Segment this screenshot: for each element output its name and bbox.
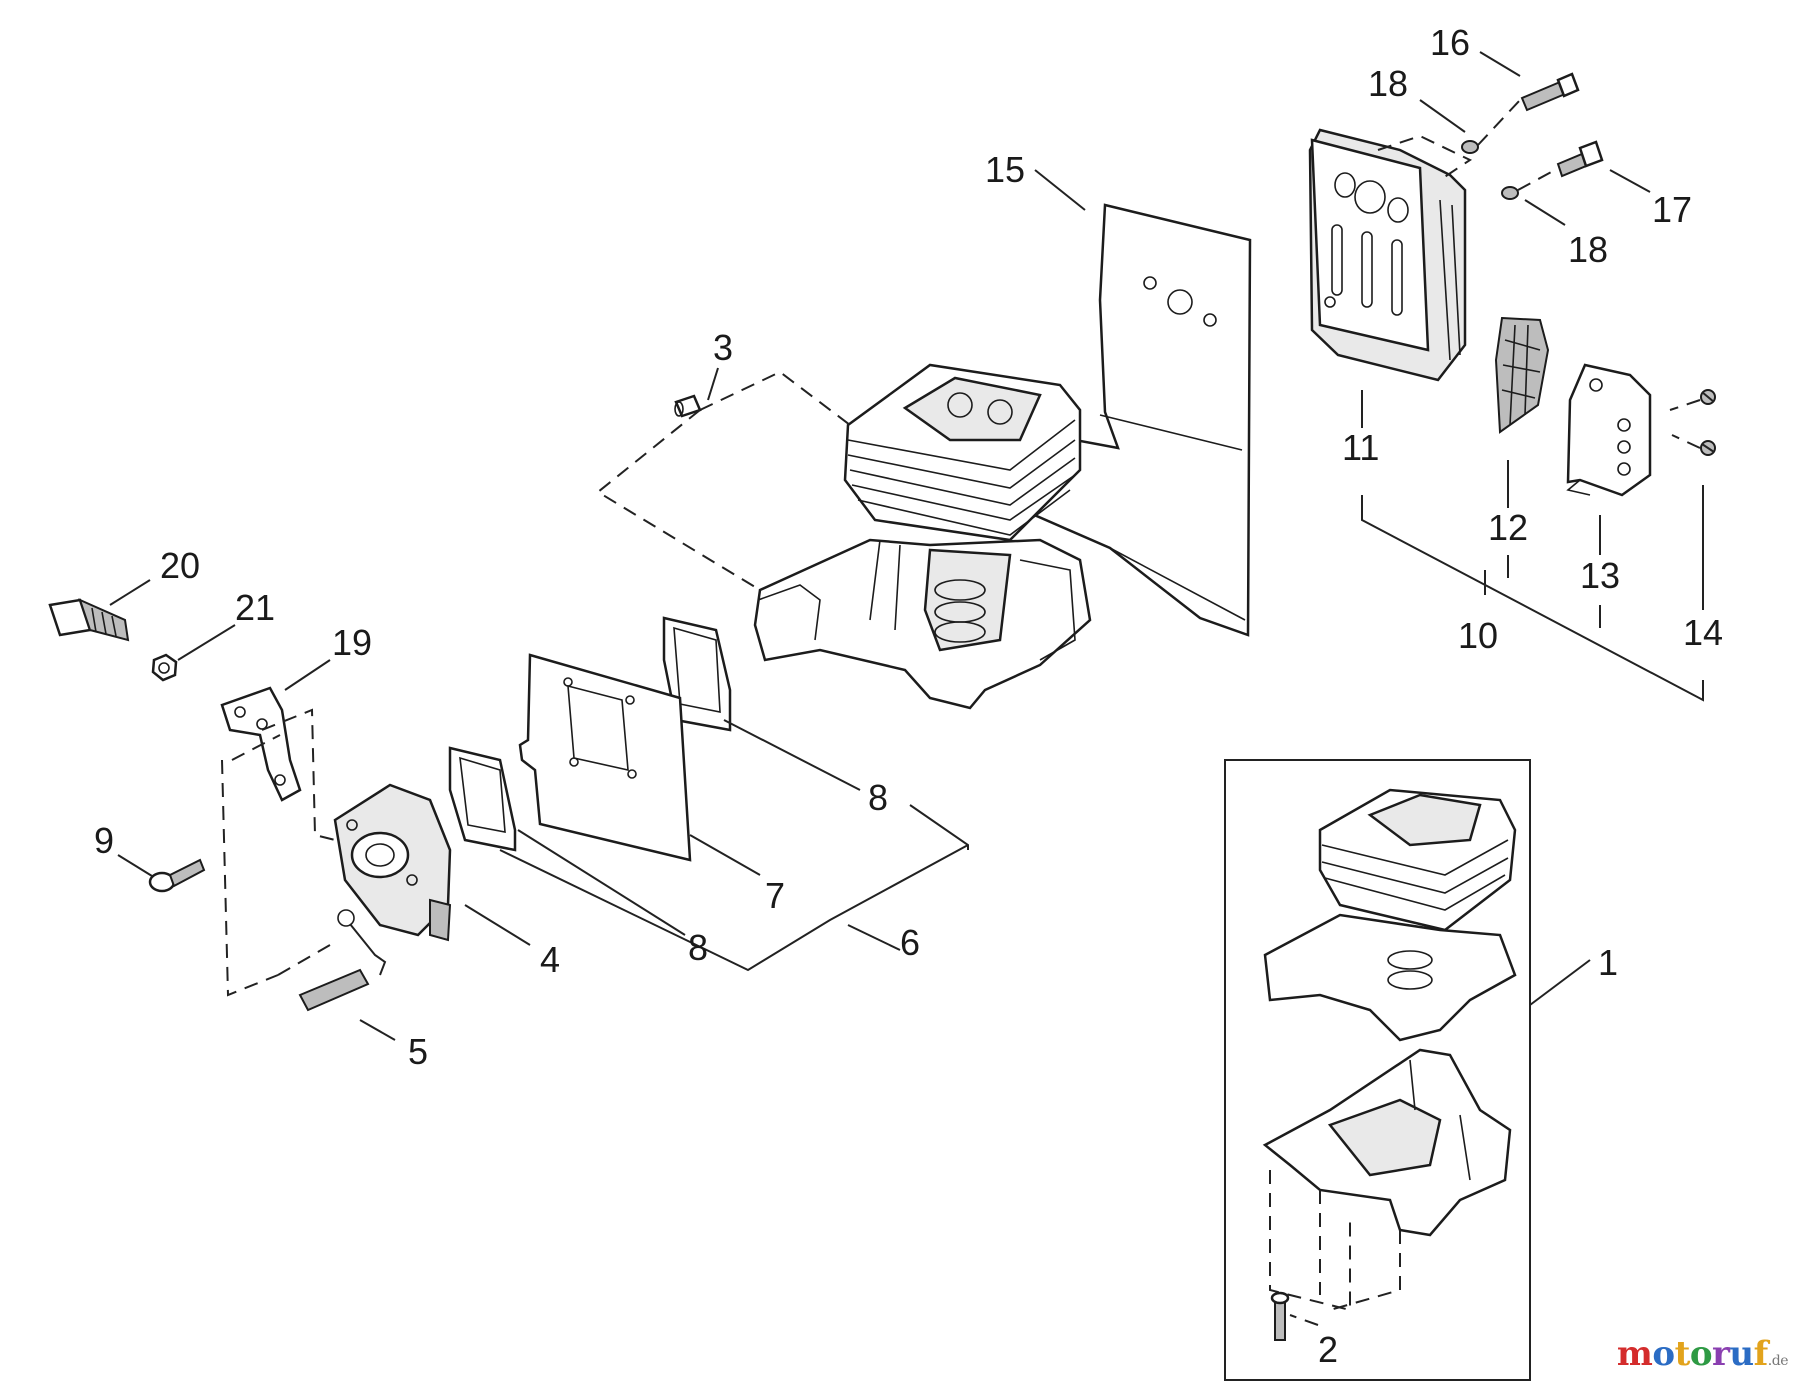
screw-part-9 [148,858,206,893]
callout-14: 14 [1683,612,1723,653]
leader-lines [109,51,1704,1326]
intake-holder-part-4 [333,783,452,942]
motoruf-watermark-logo: motoruf.de [1617,1334,1789,1374]
bracket-part-19 [220,686,302,802]
washers-part-18 [1461,99,1556,200]
rod-part-5 [298,909,387,1012]
callout-21: 21 [235,587,275,628]
stud-part-20 [48,598,130,642]
muffler-body-part-11 [1308,128,1473,382]
callout-4: 4 [540,939,560,980]
watermark-letter: m [1616,1334,1653,1374]
callout-18-upper: 18 [1368,63,1408,104]
inset-box-part-1 [1224,759,1531,1381]
callout-8-lower: 8 [688,927,708,968]
gasket-part-8-lower [448,746,517,852]
callout-5: 5 [408,1031,428,1072]
watermark-letter: r [1712,1334,1730,1374]
engine-block-assembly [753,363,1092,710]
screws-part-14 [1669,389,1716,456]
muffler-cover-part-13 [1566,363,1652,497]
spark-screen-part-12 [1494,316,1550,434]
watermark-letter: t [1674,1334,1691,1374]
inset-bolt-part-2 [1270,1291,1290,1341]
nut-part-21 [151,653,178,682]
callout-11: 11 [1342,427,1379,468]
callout-9: 9 [94,820,114,861]
watermark-text: motoruf [1617,1334,1768,1374]
callout-19: 19 [332,622,372,663]
callout-20: 20 [160,545,200,586]
watermark-letter: o [1689,1334,1713,1374]
callout-12: 12 [1488,507,1528,548]
callout-16: 16 [1430,22,1470,63]
inset-crankcase [1262,1048,1512,1312]
callout-7: 7 [765,875,785,916]
callout-17: 17 [1652,189,1692,230]
callout-2: 2 [1318,1329,1338,1370]
watermark-letter: u [1729,1334,1754,1374]
watermark-letter: f [1753,1334,1769,1374]
watermark-tld: .de [1767,1353,1789,1369]
watermark-letter: o [1652,1334,1675,1374]
callout-13: 13 [1580,555,1620,596]
bolt-part-16 [1520,72,1580,112]
bolt-part-17 [1556,140,1604,178]
insulator-plate-part-7 [518,653,692,862]
callout-18-lower: 18 [1568,229,1608,270]
callout-6: 6 [900,922,920,963]
inset-cylinder [1263,788,1517,1042]
callout-10: 10 [1458,615,1498,656]
callout-3: 3 [713,327,733,368]
callout-8-upper: 8 [868,777,888,818]
callout-15: 15 [985,149,1025,190]
callout-labels: 1 2 3 4 5 6 7 8 8 9 10 11 12 13 14 15 16… [94,22,1723,1370]
callout-1: 1 [1598,942,1618,983]
